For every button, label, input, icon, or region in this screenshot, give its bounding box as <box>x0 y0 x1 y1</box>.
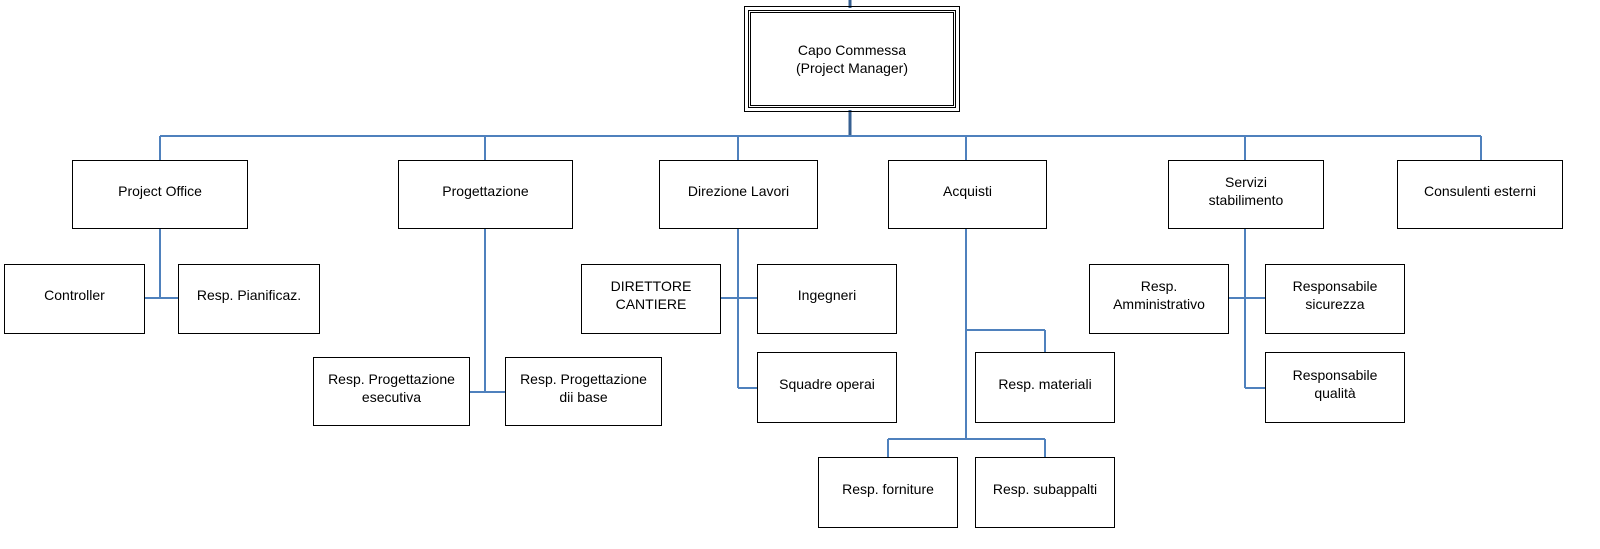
node-responsabile-sicurezza: Responsabile sicurezza <box>1265 264 1405 334</box>
node-resp-progettazione-base: Resp. Progettazione dii base <box>505 357 662 426</box>
node-project-office: Project Office <box>72 160 248 229</box>
node-resp-subappalti: Resp. subappalti <box>975 457 1115 528</box>
node-acquisti: Acquisti <box>888 160 1047 229</box>
node-consulenti-esterni: Consulenti esterni <box>1397 160 1563 229</box>
node-squadre-operai: Squadre operai <box>757 352 897 423</box>
node-resp-amministrativo: Resp. Amministrativo <box>1089 264 1229 334</box>
node-ingegneri: Ingegneri <box>757 264 897 334</box>
node-capo-commessa: Capo Commessa (Project Manager) <box>744 6 960 112</box>
node-responsabile-qualita: Responsabile qualità <box>1265 352 1405 423</box>
node-progettazione: Progettazione <box>398 160 573 229</box>
node-direzione-lavori: Direzione Lavori <box>659 160 818 229</box>
node-controller: Controller <box>4 264 145 334</box>
node-resp-pianificaz: Resp. Pianificaz. <box>178 264 320 334</box>
node-resp-materiali: Resp. materiali <box>975 352 1115 423</box>
node-direttore-cantiere: DIRETTORE CANTIERE <box>581 264 721 334</box>
node-servizi-stabilimento: Servizi stabilimento <box>1168 160 1324 229</box>
node-resp-progettazione-esecutiva: Resp. Progettazione esecutiva <box>313 357 470 426</box>
node-resp-forniture: Resp. forniture <box>818 457 958 528</box>
